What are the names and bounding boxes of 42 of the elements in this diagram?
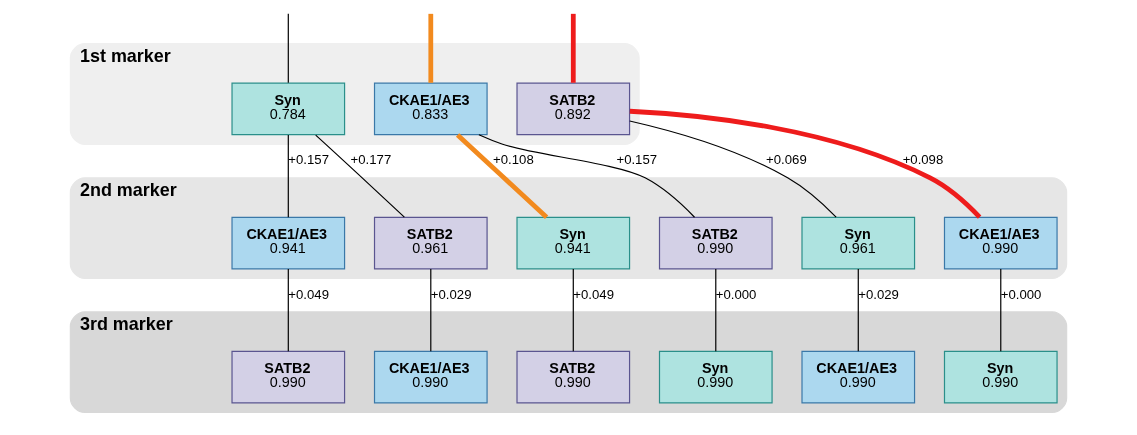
edge-label: +0.157	[616, 152, 658, 168]
connector	[287, 13, 289, 84]
connector	[629, 108, 982, 219]
connector	[715, 268, 717, 352]
node-box: SATB2 0.961	[373, 216, 488, 270]
connector	[570, 13, 576, 83]
connector	[428, 13, 434, 83]
node-box: Syn 0.961	[801, 216, 916, 270]
connector	[857, 268, 859, 352]
connector	[287, 268, 289, 352]
node-box: SATB2 0.990	[516, 350, 631, 404]
node-box: CKAE1/AE3 0.990	[801, 350, 916, 404]
edge-label: +0.177	[350, 152, 392, 168]
node-box: SATB2 0.892	[516, 82, 631, 136]
edge-label: +0.000	[715, 286, 757, 302]
connector	[315, 134, 405, 218]
connector	[455, 133, 549, 219]
node-box: Syn 0.784	[231, 82, 346, 136]
connector	[572, 268, 574, 352]
connector	[430, 268, 432, 352]
node-box: CKAE1/AE3 0.833	[373, 82, 488, 136]
connector	[629, 120, 837, 218]
edge-label: +0.069	[766, 152, 807, 168]
node-box: SATB2 0.990	[231, 350, 346, 404]
edge-label: +0.108	[493, 152, 534, 168]
node-box: CKAE1/AE3 0.941	[231, 216, 346, 270]
connector	[478, 134, 696, 218]
node-box: Syn 0.990	[943, 350, 1058, 404]
edge-label: +0.029	[430, 286, 472, 302]
node-box: SATB2 0.990	[658, 216, 773, 270]
edge-label: +0.049	[288, 286, 329, 302]
edge-label: +0.029	[858, 286, 899, 302]
connector	[1000, 268, 1002, 352]
node-box: CKAE1/AE3 0.990	[373, 350, 488, 404]
edge-label: +0.098	[902, 152, 944, 168]
edge-label: +0.049	[573, 286, 614, 302]
node-box: CKAE1/AE3 0.990	[943, 216, 1058, 270]
node-box: Syn 0.941	[516, 216, 631, 270]
edge-label: +0.000	[1000, 286, 1042, 302]
edge-label: +0.157	[288, 152, 329, 168]
node-box: Syn 0.990	[658, 350, 773, 404]
connector	[287, 134, 289, 218]
